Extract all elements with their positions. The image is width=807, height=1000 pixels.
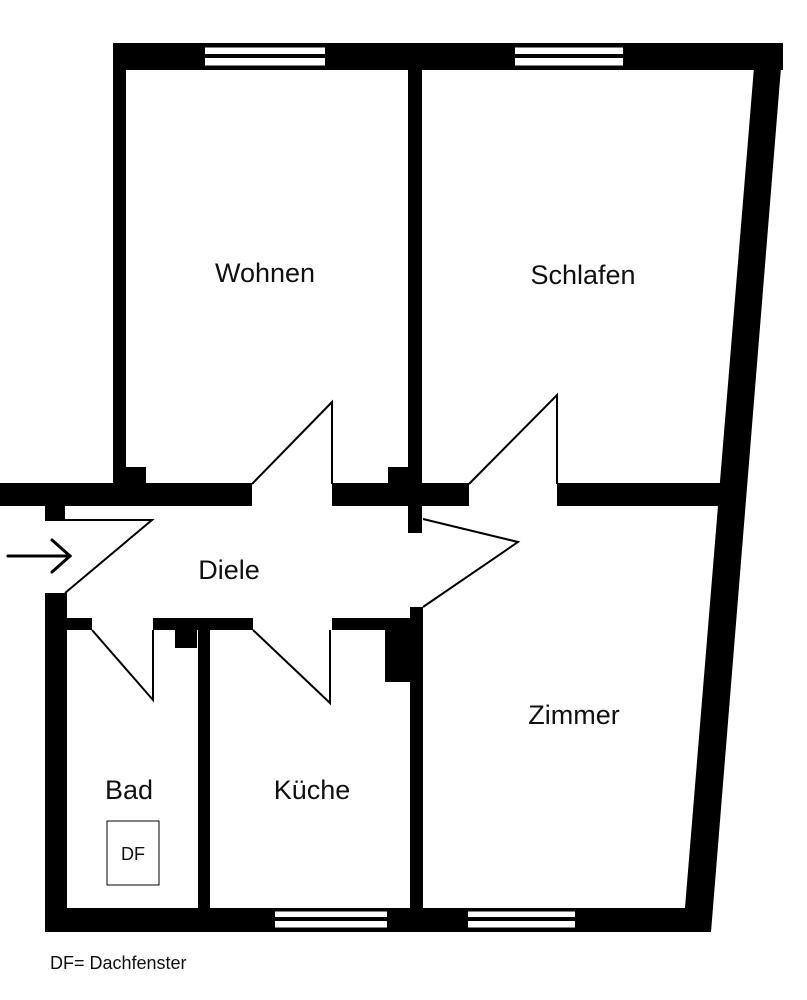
door-swing-icon	[64, 519, 155, 594]
wall-kueche-pillar	[385, 618, 410, 682]
door-swing-icon	[91, 629, 154, 703]
door-swing-icon	[252, 629, 331, 706]
wall-wohnen-left	[113, 43, 126, 490]
window-icon	[205, 46, 325, 67]
wall-entry-left	[0, 483, 252, 506]
wall-bad-top-right	[153, 618, 253, 630]
wall-mid-upper	[332, 483, 469, 506]
wall-zimmer-west	[410, 607, 423, 932]
door-swings	[64, 392, 558, 706]
entrance-arrow-icon	[6, 538, 73, 574]
room-label-kueche: Küche	[274, 775, 351, 805]
wall-entry-stub	[45, 505, 65, 521]
wall-zimmer-top	[557, 483, 720, 506]
windows	[205, 46, 623, 929]
outer-walls	[45, 43, 783, 932]
wall-wohnen-schlafen	[408, 43, 422, 533]
room-label-schlafen: Schlafen	[530, 260, 635, 290]
room-label-diele: Diele	[198, 555, 260, 585]
door-swing-icon	[422, 518, 521, 608]
wall-bad-left	[45, 593, 67, 932]
corridor-north-wall	[0, 467, 720, 521]
wall-bad-pillar	[175, 628, 197, 648]
room-label-bad: Bad	[105, 775, 153, 805]
door-swing-icon	[251, 399, 333, 485]
corridor-south-wall	[67, 618, 422, 682]
wall-right-slanted	[683, 43, 783, 932]
interior-walls	[198, 43, 423, 932]
window-icon	[515, 46, 623, 67]
skylight-box	[106, 820, 160, 886]
room-label-wohnen: Wohnen	[215, 258, 315, 288]
wall-bad-kueche	[198, 630, 210, 932]
wall-wohnen-pillar	[118, 467, 146, 489]
wall-bad-stub	[45, 593, 67, 623]
door-swing-icon	[468, 392, 558, 485]
skylight-label: DF	[121, 844, 145, 864]
wall-bad-top	[67, 618, 92, 630]
window-icon	[275, 910, 387, 929]
legend-text: DF= Dachfenster	[50, 953, 187, 973]
room-label-zimmer: Zimmer	[528, 700, 619, 730]
window-icon	[468, 910, 575, 929]
